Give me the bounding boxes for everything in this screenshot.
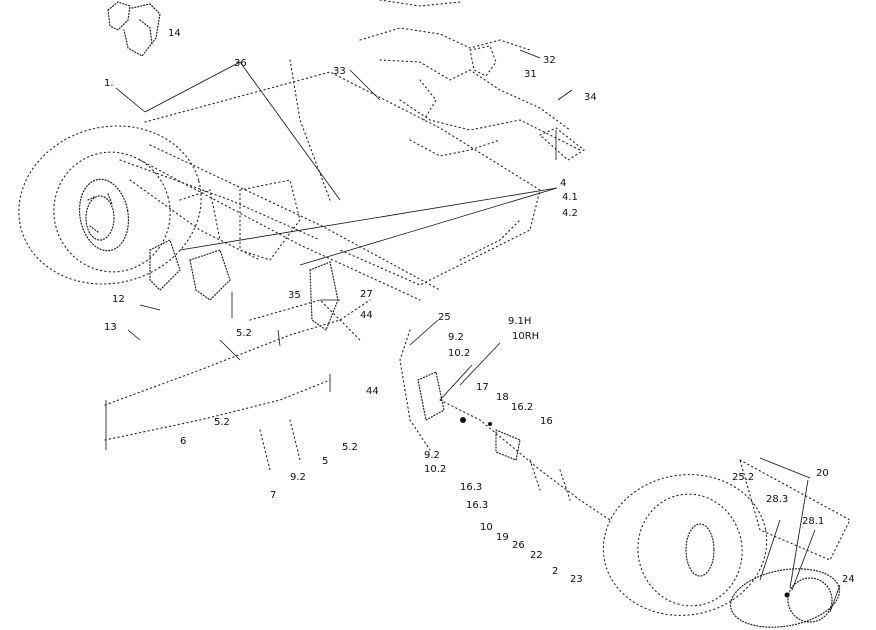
callout-label: 23 xyxy=(570,574,583,585)
callout-label: 10RH xyxy=(512,331,539,342)
leader-lines xyxy=(105,49,841,613)
callout-label: 27 xyxy=(360,289,373,300)
callout-label: 4 xyxy=(560,178,566,189)
callout-label: 16.3 xyxy=(460,482,482,493)
callout-label: 14 xyxy=(168,28,181,39)
callout-label: 22 xyxy=(530,550,543,561)
right-wheel xyxy=(602,458,851,616)
callout-label: 36 xyxy=(234,58,247,69)
axle-hub-left xyxy=(119,159,321,301)
callout-label: 10.2 xyxy=(448,348,470,359)
callout-label: 10.2 xyxy=(424,464,446,475)
callout-label: 4.2 xyxy=(562,208,578,219)
callout-label: 9.2 xyxy=(290,472,306,483)
callout-label: 32 xyxy=(543,55,556,66)
hub-axle-stack xyxy=(399,329,611,521)
callout-label: 33 xyxy=(333,66,346,77)
callout-label: 5.2 xyxy=(214,417,230,428)
callout-label: 24 xyxy=(842,574,855,585)
right-brake-drum xyxy=(730,568,840,628)
callout-label: 4.1 xyxy=(562,192,578,203)
callout-label: 20 xyxy=(816,468,829,479)
spring-assembly xyxy=(104,261,371,471)
callout-label: 5.2 xyxy=(342,442,358,453)
callout-label: 1. xyxy=(104,78,114,89)
callout-label: 9.1H xyxy=(508,316,531,327)
left-wheel xyxy=(18,125,202,285)
callout-label: 2 xyxy=(552,566,558,577)
callout-label: 16 xyxy=(540,416,553,427)
callout-label: 18 xyxy=(496,392,509,403)
callout-label: 17 xyxy=(476,382,489,393)
callout-label: 44 xyxy=(360,310,373,321)
callout-label: 16.2 xyxy=(511,402,533,413)
callout-label: 10 xyxy=(480,522,493,533)
callout-label: 16.3 xyxy=(466,500,488,511)
callout-label: 5.2 xyxy=(236,328,252,339)
callout-label: 28.1 xyxy=(802,516,824,527)
callout-label: 26 xyxy=(512,540,525,551)
top-bracket-part xyxy=(107,1,161,57)
callout-label: 9.2 xyxy=(424,450,440,461)
callout-label: 25.2 xyxy=(732,472,754,483)
rear-frame-assembly xyxy=(359,0,585,161)
callout-label: 6 xyxy=(180,436,186,447)
callout-label: 35 xyxy=(288,290,301,301)
callout-labels: 1. 36 33 32 31 34 14 4 4.1 4.2 12 13 35 … xyxy=(104,28,855,585)
callout-label: 44 xyxy=(366,386,379,397)
callout-label: 7 xyxy=(270,490,276,501)
callout-label: 19 xyxy=(496,532,509,543)
callout-label: 5 xyxy=(322,456,328,467)
callout-label: 12 xyxy=(112,294,125,305)
callout-label: 31 xyxy=(524,69,537,80)
callout-label: 28.3 xyxy=(766,494,788,505)
callout-label: 13 xyxy=(104,322,117,333)
callout-label: 25 xyxy=(438,312,451,323)
callout-label: 34 xyxy=(584,92,597,103)
callout-label: 9.2 xyxy=(448,332,464,343)
main-frame xyxy=(139,59,541,301)
